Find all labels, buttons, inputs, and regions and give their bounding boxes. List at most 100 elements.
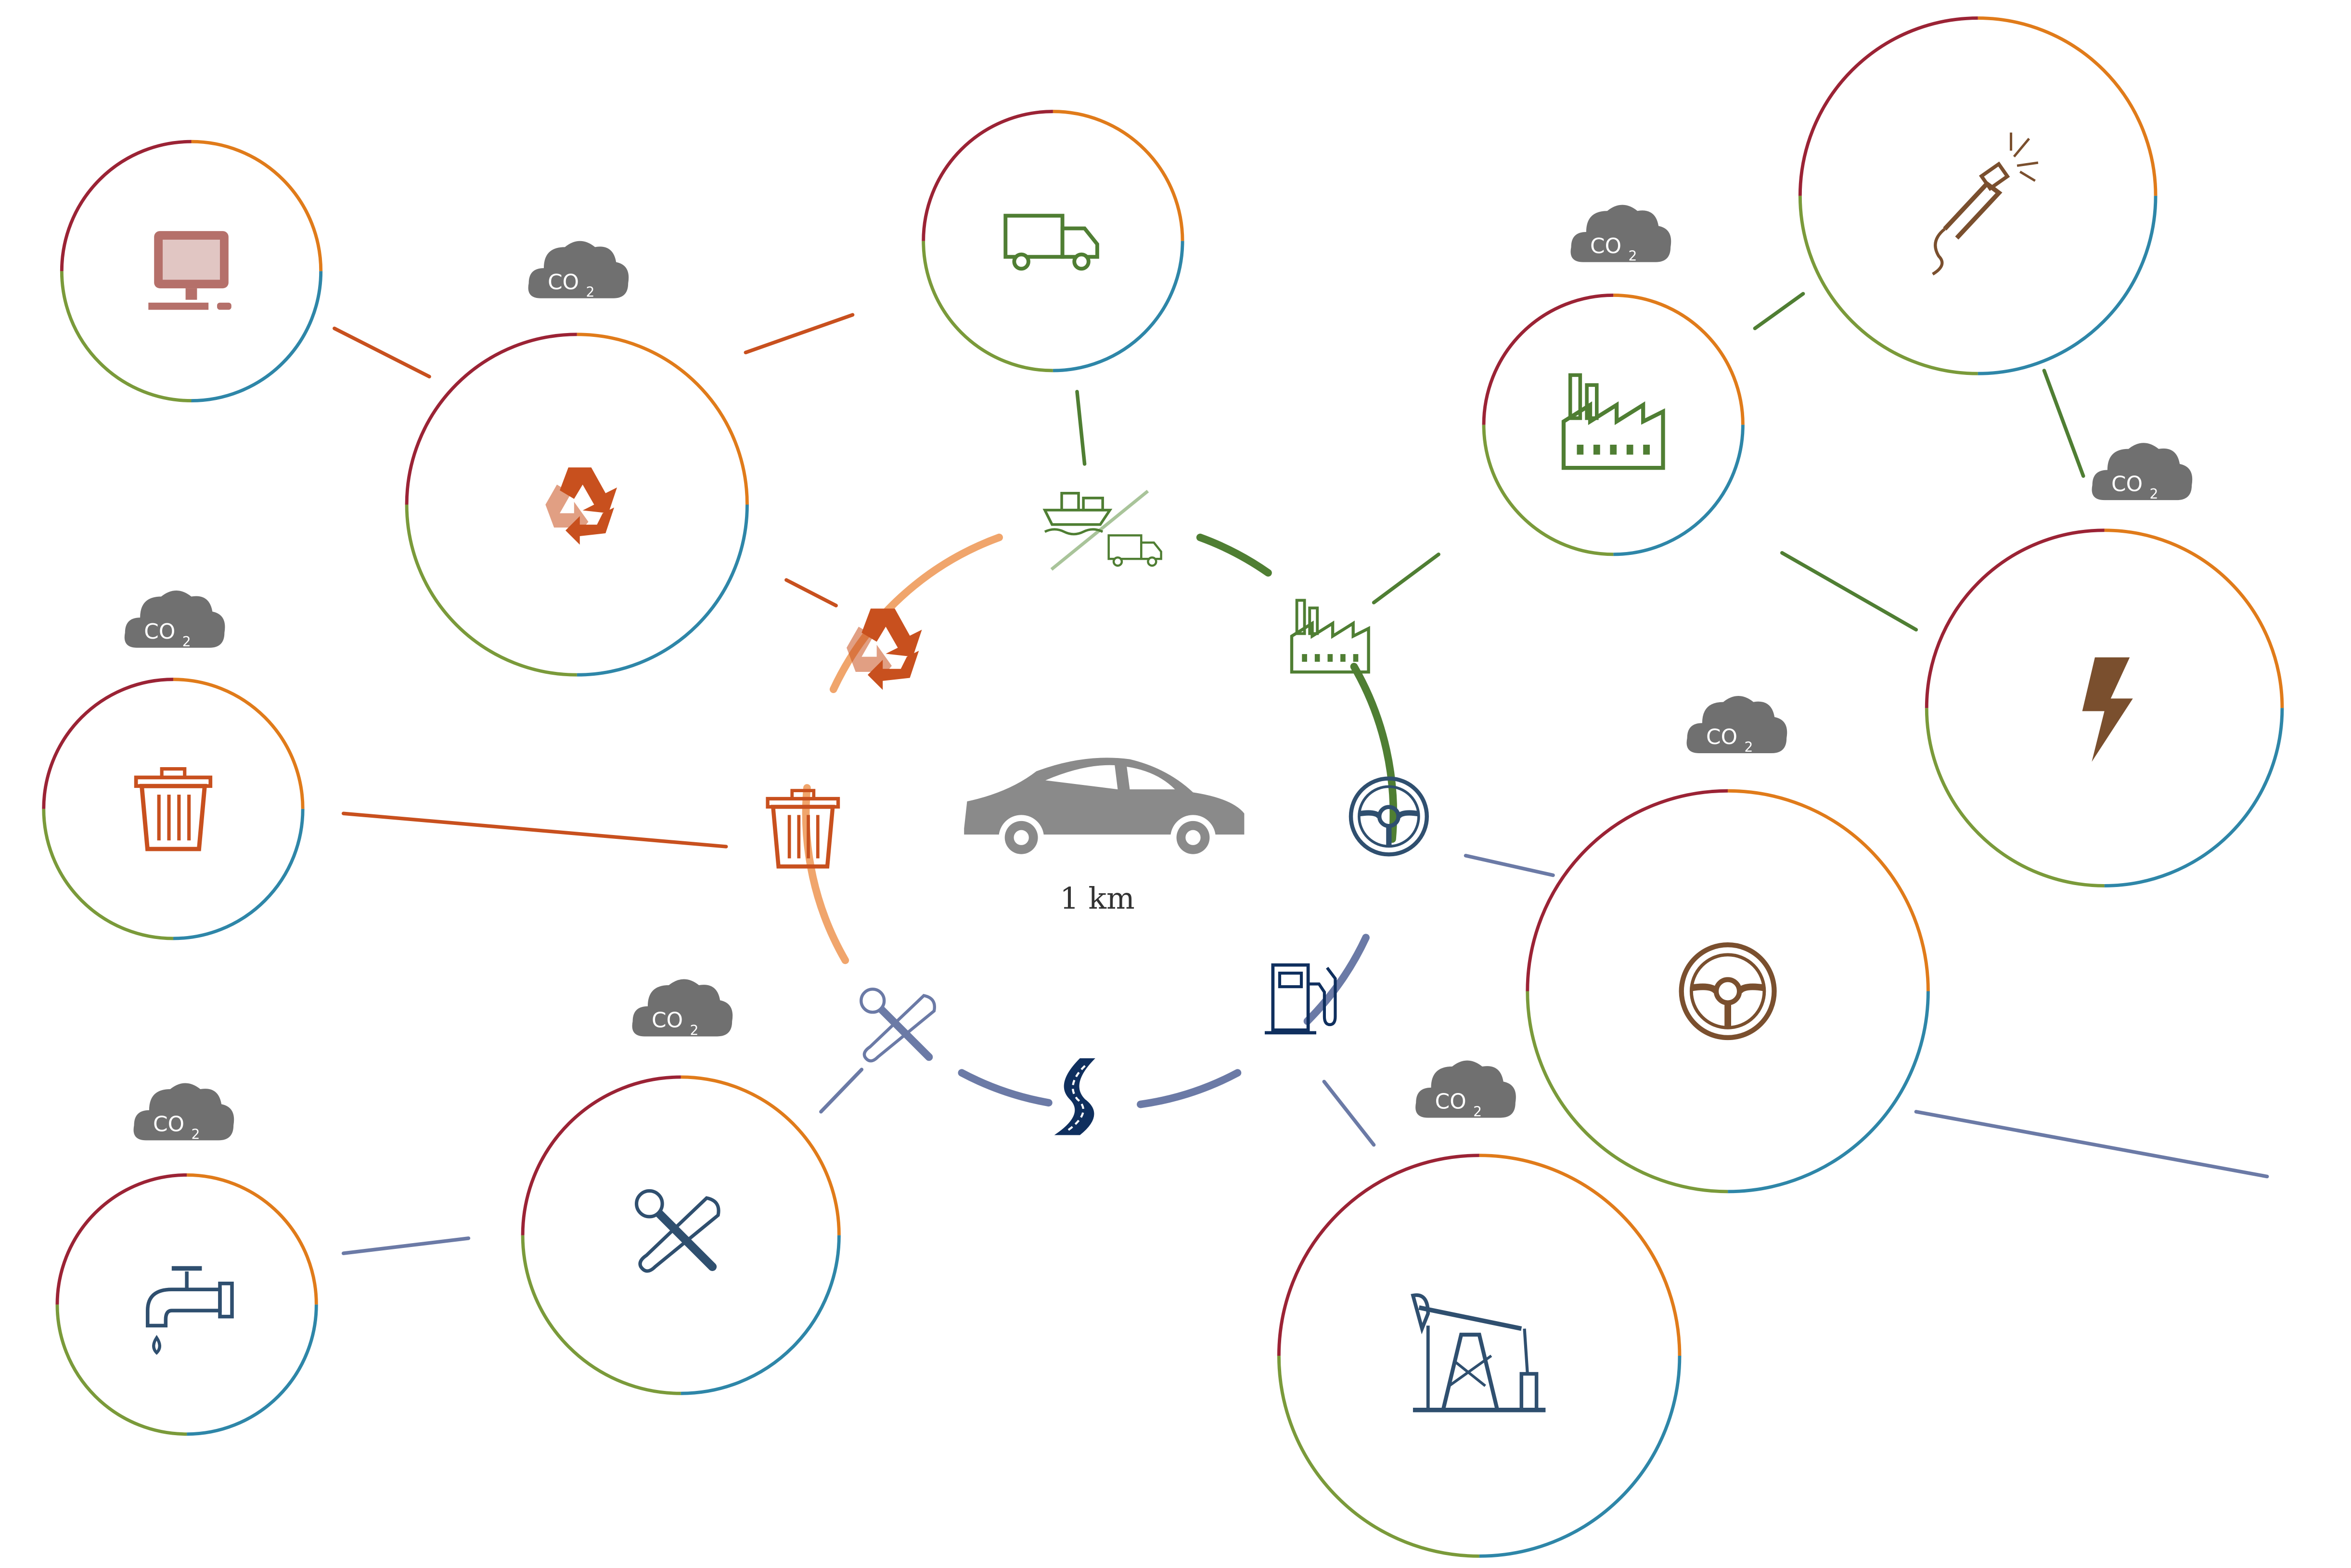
oil-pump-icon [1411,1293,1546,1413]
distance-label: 1 km [1060,881,1135,916]
tools-icon [635,1189,720,1273]
co2-cloud-icon: CO 2 [2092,443,2193,502]
ship-icon [1042,492,1113,536]
cycle-arc [1350,663,1398,843]
ring-arc [405,504,577,677]
ring-arc [1482,424,1614,556]
ring-arc [1978,195,2158,375]
ring-arc [55,1173,187,1305]
ring-arc [577,504,749,677]
ring-arc [1277,1154,1479,1356]
factory-icon [1290,599,1370,674]
connector-line [1914,1110,2269,1179]
car-icon [964,758,1245,861]
ring-arc [60,140,192,271]
ring-arc [1277,1355,1479,1558]
co2-subscript: 2 [1629,248,1637,264]
cycle-arc [1196,533,1272,577]
ring-arc [1925,528,2105,708]
connector-line [333,326,431,379]
co2-cloud-icon: CO 2 [1415,1060,1516,1119]
ring-arc [1613,294,1745,425]
connector-line [341,811,728,848]
ring-arc [1728,991,1930,1194]
ring-arc [1053,241,1184,373]
ring-arc [187,1173,318,1305]
ring-arc [1526,789,1728,991]
recycle-icon [545,467,617,545]
co2-text: CO [2111,472,2143,496]
co2-subscript: 2 [2150,486,2158,502]
welding-torch-icon [1932,132,2039,276]
ring-arc [1479,1355,1682,1558]
co2-subscript: 2 [182,634,191,650]
co2-cloud-icon: CO 2 [1570,205,1671,264]
co2-subscript: 2 [192,1126,200,1142]
ring-arc [1053,110,1184,241]
ring-arc [60,271,192,403]
trash-icon [134,767,213,851]
ring-arc [1728,789,1930,991]
cycle-arc [958,1069,1053,1107]
co2-cloud-icon: CO 2 [1686,696,1787,755]
ring-arc [1479,1154,1682,1356]
connector-line [1780,551,1918,632]
co2-subscript: 2 [1745,739,1753,755]
connector-line [784,578,838,608]
computer-icon [148,231,231,310]
co2-subscript: 2 [586,284,595,300]
road-icon [1054,1058,1095,1135]
ring-arc [1613,424,1745,556]
cycle-arc [829,533,1003,694]
ring-arc [2104,708,2284,887]
ring-arc [521,1075,681,1235]
ring-arc [1526,991,1728,1194]
truck-icon [1107,534,1162,567]
ring-arc [173,678,305,809]
ring-arc [577,333,749,505]
steering-wheel-icon [1679,942,1777,1041]
connector-line [2042,369,2085,478]
fuel-pump-icon [1264,963,1337,1035]
ring-arc [173,809,305,940]
ring-arc [1482,294,1614,425]
ring-arc [1925,708,2105,887]
recycle-icon [847,608,922,690]
co2-text: CO [652,1008,683,1033]
cycle-arc [1137,1069,1242,1108]
co2-text: CO [1590,234,1621,258]
factory-icon [1561,373,1665,470]
connector-line [1753,292,1805,331]
co2-subscript: 2 [1473,1104,1482,1119]
ring-arc [681,1235,841,1395]
ring-arc [191,140,323,271]
ring-arc [1798,195,1978,375]
lightning-icon [2082,657,2133,762]
ring-arc [55,1304,187,1436]
water-tap-icon [145,1266,234,1355]
ring-arc [521,1235,681,1395]
ring-arc [187,1304,318,1436]
cycle-arc [1303,934,1370,1025]
co2-subscript: 2 [690,1022,699,1038]
ring-arc [42,809,173,940]
co2-text: CO [1706,725,1737,749]
connector-line [1322,1080,1376,1147]
connector-line [819,1067,864,1114]
ring-arc [922,110,1053,241]
ring-arc [681,1075,841,1235]
cycle-arc [802,784,849,964]
co2-text: CO [153,1112,184,1137]
ring-arc [405,333,577,505]
connector-line [1464,854,1555,877]
connector-line [341,1236,471,1255]
ring-arc [922,241,1053,373]
connector-line [1372,553,1440,604]
ring-arc [191,271,323,403]
co2-text: CO [1435,1090,1466,1114]
truck-icon [1003,214,1099,271]
co2-cloud-icon: CO 2 [133,1083,234,1142]
ring-arc [42,678,173,809]
